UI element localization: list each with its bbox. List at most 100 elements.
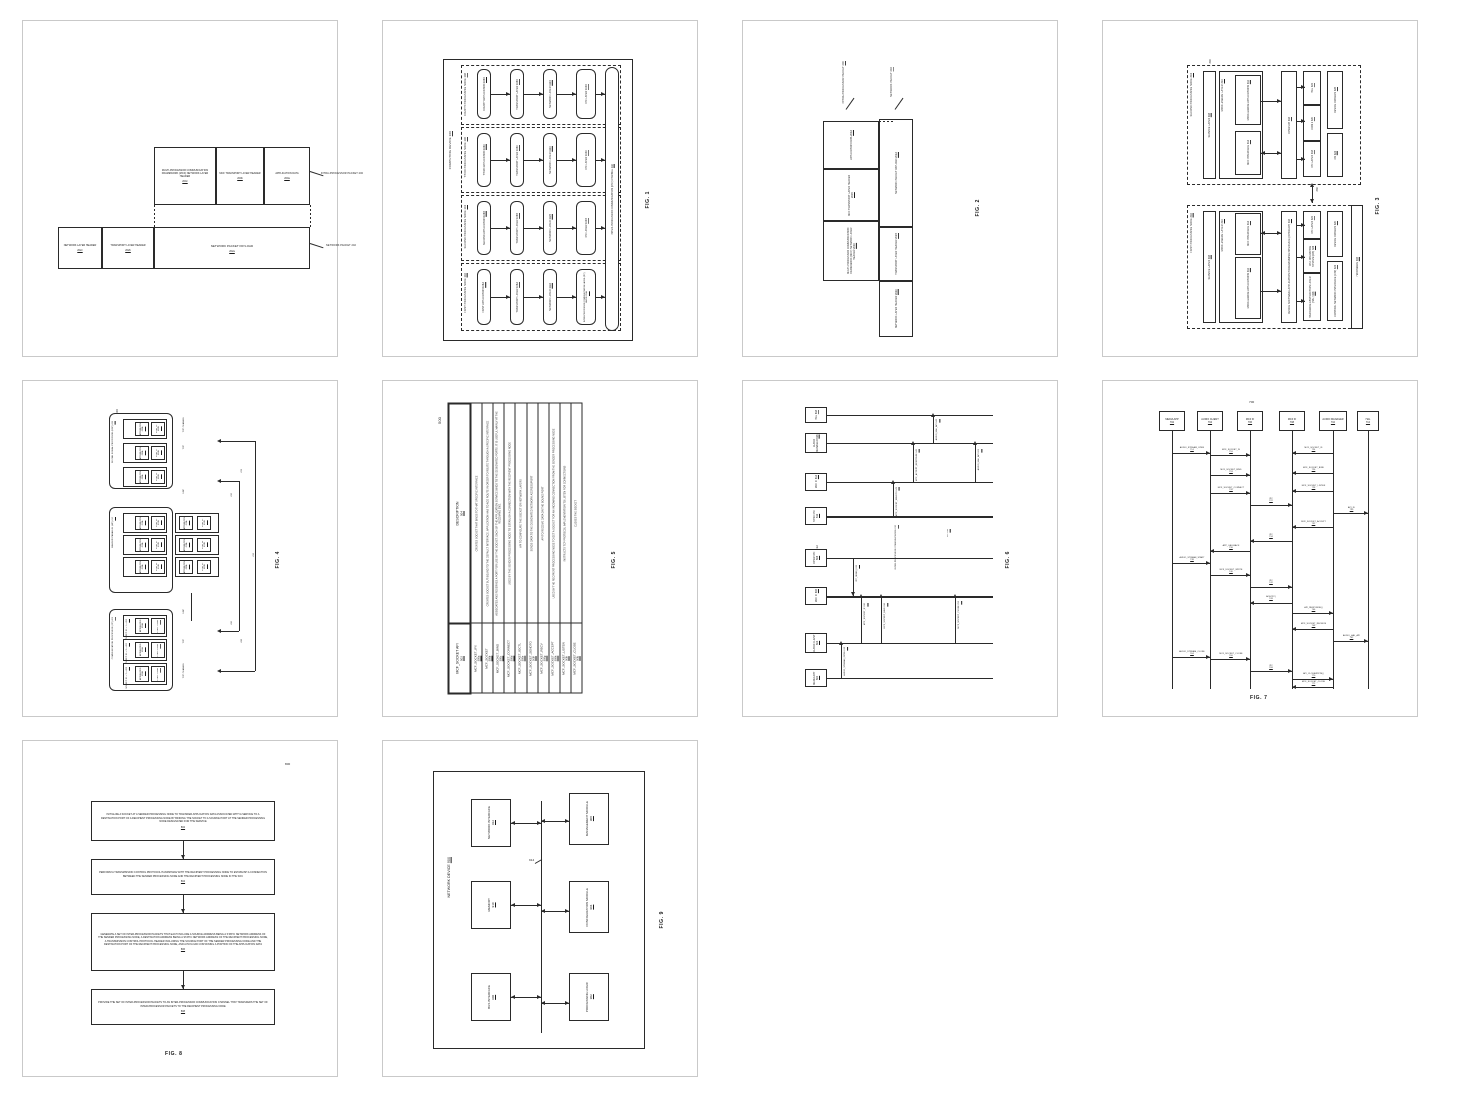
fig1-node-1-layer-1: TRANSPORT LAYER 108b <box>510 201 524 255</box>
fig4-node-0-socket-0-id: SOCKET ID = 1 > 404 <box>126 619 128 641</box>
fig7-msg-11-head <box>1210 549 1214 553</box>
fig1-arrow-2-a <box>491 160 510 161</box>
fig4-protocol-udp-lower: UDP <box>183 609 185 614</box>
fig7-msg-4 <box>1250 505 1292 506</box>
fig6-lane-2-head: MCF IF 606 <box>805 587 827 605</box>
fig9-bottom-block-2: MANAGEMENT MODULE 908 <box>569 793 609 845</box>
fig7-msg-18 <box>1333 641 1368 642</box>
fig5-header-desc: DESCRIPTION 504 <box>448 403 471 624</box>
fig7-lifeline-4 <box>1333 431 1334 689</box>
fig7-lane-2-head: MCF IF 706 <box>1237 411 1263 431</box>
fig5-row-8: MCF_SOCKET_LISTEN 506i INSTRUCTS TCP PRO… <box>559 403 571 694</box>
fig4-return-head-b <box>217 669 221 673</box>
fig8-diagram-ref: 800 <box>285 762 291 766</box>
fig7-lane-3-head: MCF IF 708 <box>1279 411 1305 431</box>
fig7-msg-12-head <box>1206 561 1210 565</box>
fig5-row-1-desc: CREATES SOCKET BUT BOUND TO THE DEFAULT … <box>482 403 494 624</box>
fig1-arrow-3-b <box>524 94 543 95</box>
fig1-arrow-0-b <box>524 297 543 298</box>
fig9-conn-bot-0-head-l <box>541 1001 545 1005</box>
cover-dash-left <box>154 205 155 227</box>
fig4-node-1-socket-1-attr: ATTRIBUTES 412a <box>135 538 149 552</box>
fig5-row-7-api: MCF_SOCKET_ACCEPT 506h <box>548 623 560 694</box>
fig1-node-0-layer-1: TRANSPORT LAYER 108a <box>510 269 524 325</box>
fig7-msg-19 <box>1172 657 1210 658</box>
fig7-msg-14-head <box>1288 585 1292 589</box>
fig9-conn-top-1 <box>511 905 541 906</box>
fig7-msg-8-head <box>1364 511 1368 515</box>
fig7-msg-1-head <box>1246 453 1250 457</box>
cover-bottom-cell-1-ref: 202b <box>125 249 131 252</box>
fig8-step-3: PROVIDE THE SET OF INTER-PROCESSOR PACKE… <box>91 989 275 1025</box>
fig5-row-6-desc: API TO RECEIVE DATA ON THE BOUND PORT <box>537 403 549 624</box>
fig9-conn-bot-2-head-r <box>565 819 569 823</box>
fig4-conn-lower-1 <box>191 593 192 621</box>
fig9-conn-bot-1-head-r <box>565 909 569 913</box>
fig7-msg-23 <box>1292 687 1333 688</box>
fig6-msg-8-label: AUDIO_HAL_API 662 <box>978 449 980 471</box>
fig4-node-0-socket-1-id: SOCKET ID = 2 > 406 <box>126 643 128 665</box>
fig4-flow-ref-3: 432 <box>241 469 243 473</box>
fig6-lifeline-0 <box>827 678 993 679</box>
fig4-node-1-socket-0-port: PORT 20 410b <box>151 516 165 530</box>
fig4-node-2-socket-2-attr: ATTRIBUTES 426a <box>135 470 149 484</box>
fig2-dash-b <box>879 227 893 228</box>
cover-bottom-cell-2: NETWORK PACKET PAYLOAD 202a <box>154 227 310 269</box>
fig7-msg-15-label: ACK(IPC)744 <box>1266 596 1276 601</box>
fig5-row-4-api: MCF_SOCKET_IOCTL 506e <box>515 623 527 694</box>
fig3-link-head-d <box>1310 199 1314 203</box>
fig1-node-0-layer-0: FIRST APPLICATION 106a <box>477 269 491 325</box>
fig6-msg-2-head <box>879 594 883 598</box>
fig7-msg-9 <box>1292 527 1333 528</box>
fig5-row-4-desc: API TO CONFIGURE THE SOCKET OR NETWORK L… <box>515 403 527 624</box>
fig2-callout-intra: INTRA-PROCESSOR PACKET 200 <box>842 61 845 104</box>
fig9-bottom-block-1: CONFIGURATION MODULE 904 <box>569 881 609 933</box>
fig4-node-0-socket-2-attr: ATTRIBUTES 408a <box>135 666 149 682</box>
fig5-row-5-desc: SENDS DATA TO THE DESIGNATED NETWORK ADD… <box>526 403 538 624</box>
fig8-conn-1-head <box>181 909 185 913</box>
fig6-lane-0-head: MEDIA APP 600 <box>805 669 827 687</box>
fig7-msg-17 <box>1292 629 1333 630</box>
fig1-node-3-title: FOURTH PROCESSING NODE 108 <box>464 73 467 117</box>
fig1-arrow-0-a <box>491 297 510 298</box>
fig3-lower-block-0: HARDWARE ABSTRACTION LAYER (HAL) 328 <box>1303 273 1321 321</box>
fig3-upper-head-2 <box>1301 85 1305 89</box>
fig6-lifeline-4 <box>827 516 993 518</box>
fig5-row-1-api: MCF_SOCKET 506b <box>482 623 494 694</box>
fig4-node-0-socket-0-attr: ATTRIBUTES 404a <box>135 618 149 634</box>
fig6-msg-4-head <box>891 480 895 484</box>
fig8-conn-0 <box>183 841 184 859</box>
cover-callout-network: NETWORK PACKET 202 <box>326 244 356 247</box>
fig5-row-5: MCF_SOCKET_SENDTO 506f SENDS DATA TO THE… <box>526 403 538 694</box>
fig3-upper-head-1b <box>1261 151 1265 155</box>
fig5-row-6-api: MCF_SOCKET_RECV 506g <box>537 623 549 694</box>
fig6-msg-6 <box>933 415 934 443</box>
fig9-conn-bot-0-head-r <box>565 1001 569 1005</box>
fig4-node-1-socket-2-attr: ATTRIBUTES 414a <box>135 560 149 574</box>
fig6-msg-7-label: MCF_SOCKET_CLOSE 658 <box>958 601 960 629</box>
fig4-node-2-socket-0-port: PORT 30 422b <box>151 422 165 436</box>
fig9-conn-top-0 <box>511 997 541 998</box>
fig5-row-4: MCF_SOCKET_IOCTL 506e API TO CONFIGURE T… <box>515 403 527 694</box>
fig6-lifeline-1 <box>827 643 993 644</box>
fig7-lifeline-3 <box>1292 431 1293 689</box>
fig1-ipc-channel: INTER-PROCESSOR COMMUNICATION (IPC) CHAN… <box>605 67 619 331</box>
fig6-msg-7 <box>955 596 956 643</box>
fig4-node-0-socket-1-port: PORT 2 406b <box>151 642 165 658</box>
fig6-lane-5-head: MCF IF 614 <box>805 473 827 491</box>
fig7-msg-6 <box>1292 473 1333 474</box>
fig1-node-2-layer-0: THIRD APPLICATION 106c <box>477 133 491 187</box>
fig6-lane-1-head: AUDIO CLIENT 604 <box>805 633 827 653</box>
cover-callout-intra: INTRA-PROCESSOR PACKET 200 <box>320 172 364 175</box>
fig8-step-1: PERFORM A TRANSMISSION CONTROL PROTOCOL … <box>91 859 275 895</box>
fig1-chan-head-0 <box>601 295 605 299</box>
fig1-arrow-3-c <box>557 94 576 95</box>
fig3-lower-node-title: FIRST PROCESSING NODE 302 <box>1190 213 1193 253</box>
fig9-device-frame <box>433 771 645 1049</box>
